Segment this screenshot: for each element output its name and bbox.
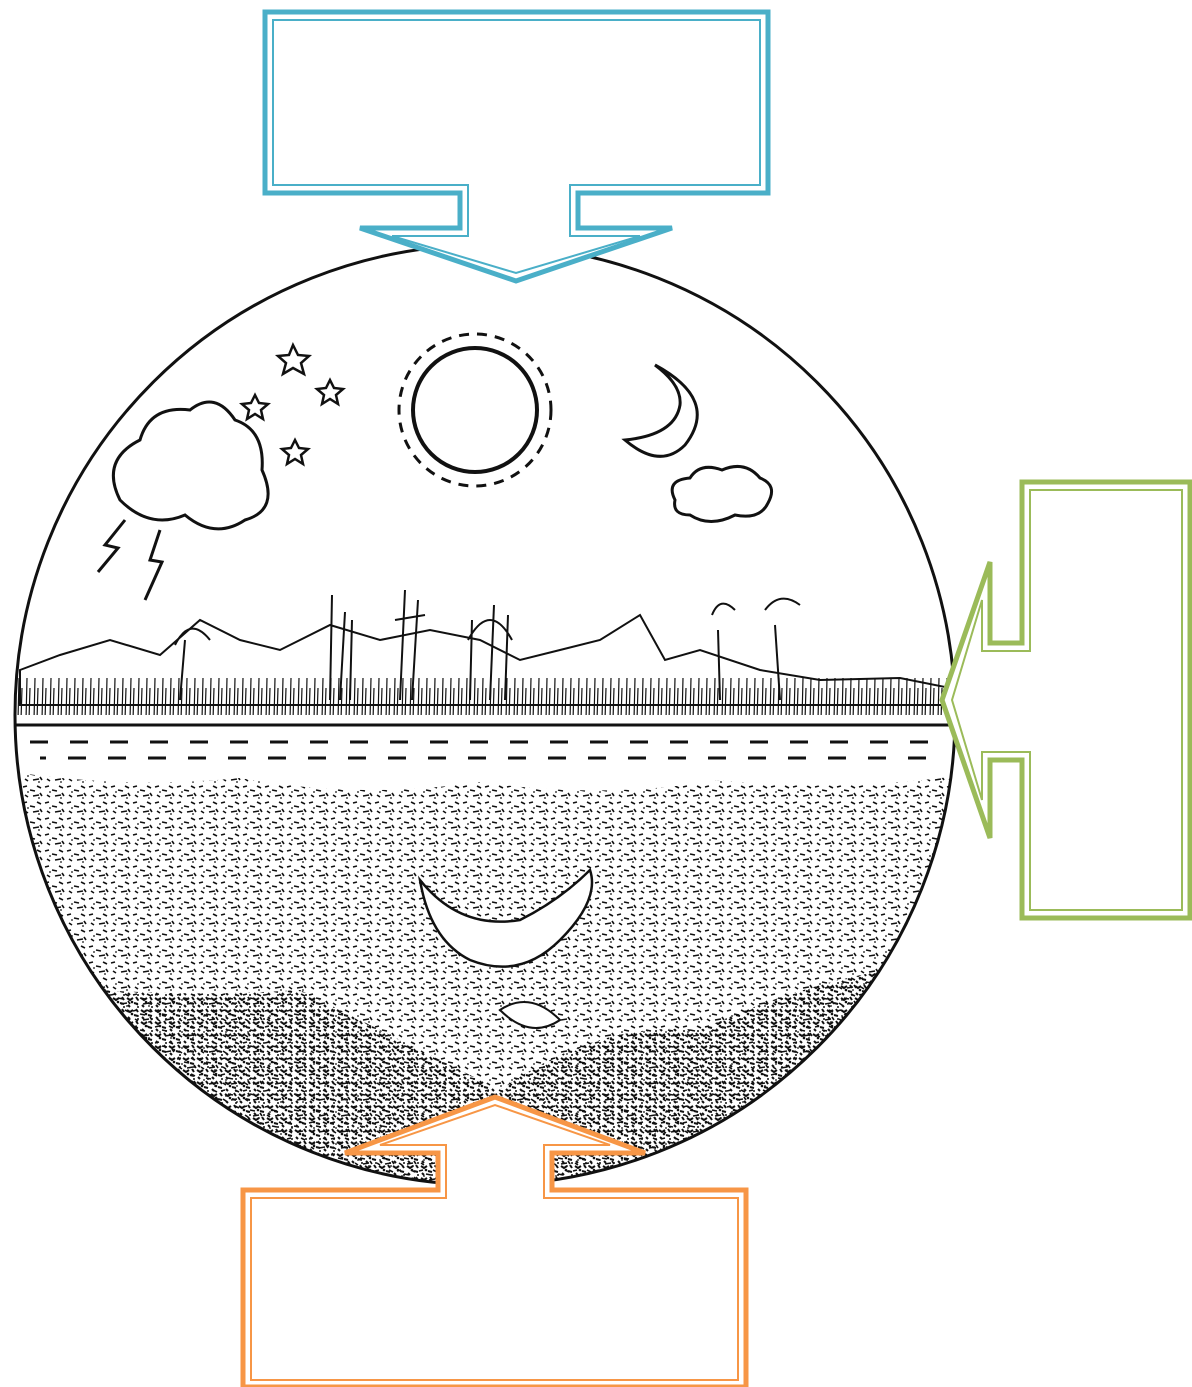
surface-dashes — [30, 742, 950, 758]
callout-right — [942, 482, 1190, 918]
callout-top — [265, 12, 768, 281]
